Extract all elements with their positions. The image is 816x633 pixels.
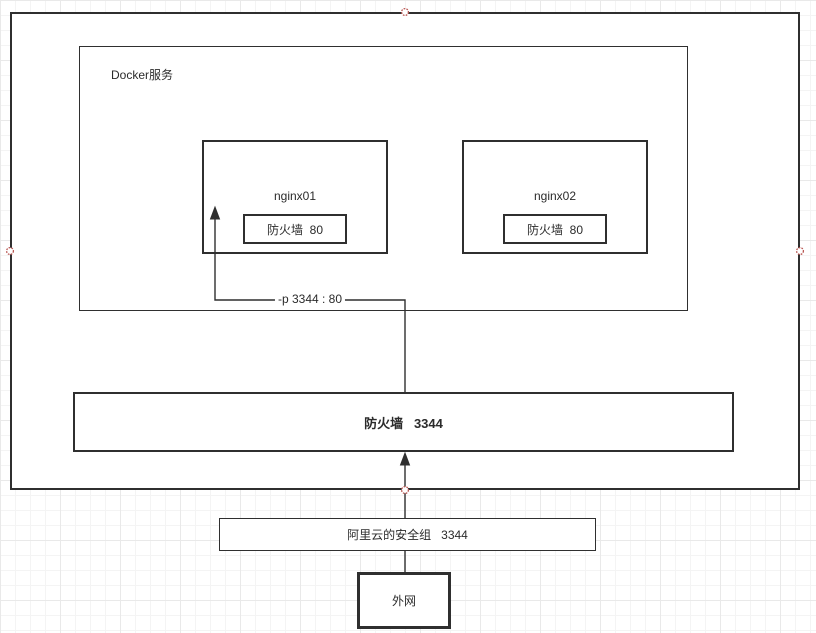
nginx02-firewall-label: 防火墙 80 (526, 222, 584, 237)
host-firewall-label: 防火墙 3344 (364, 415, 443, 431)
nginx02-box[interactable]: nginx02 防火墙 80 (462, 140, 648, 254)
nginx01-label: nginx01 (273, 189, 317, 203)
connection-point-right-handle[interactable] (795, 246, 805, 256)
edge-securitygroup-arrowhead-icon (399, 451, 411, 466)
nginx01-firewall-label: 防火墙 80 (266, 222, 324, 237)
security-group-box[interactable]: 阿里云的安全组 3344 (219, 518, 596, 551)
docker-group-box[interactable]: Docker服务 nginx01 防火墙 80 nginx02 防火墙 80 (79, 46, 688, 311)
external-network-label: 外网 (391, 594, 416, 608)
port-mapping-edge-label[interactable]: -p 3344 : 80 (274, 292, 346, 306)
external-network-box[interactable]: 外网 (357, 572, 451, 629)
nginx01-box[interactable]: nginx01 防火墙 80 (202, 140, 388, 254)
connection-point-left-handle[interactable] (5, 246, 15, 256)
connection-point-bottom-handle[interactable] (400, 485, 410, 495)
security-group-label: 阿里云的安全组 3344 (347, 528, 468, 542)
nginx01-firewall-box[interactable]: 防火墙 80 (243, 214, 347, 244)
nginx02-label: nginx02 (533, 189, 577, 203)
docker-group-label: Docker服务 (111, 68, 174, 82)
nginx02-firewall-box[interactable]: 防火墙 80 (503, 214, 607, 244)
host-firewall-box[interactable]: 防火墙 3344 (73, 392, 734, 452)
edge-port-mapping-arrowhead-icon (209, 205, 221, 220)
connection-point-top-handle[interactable] (400, 7, 410, 17)
